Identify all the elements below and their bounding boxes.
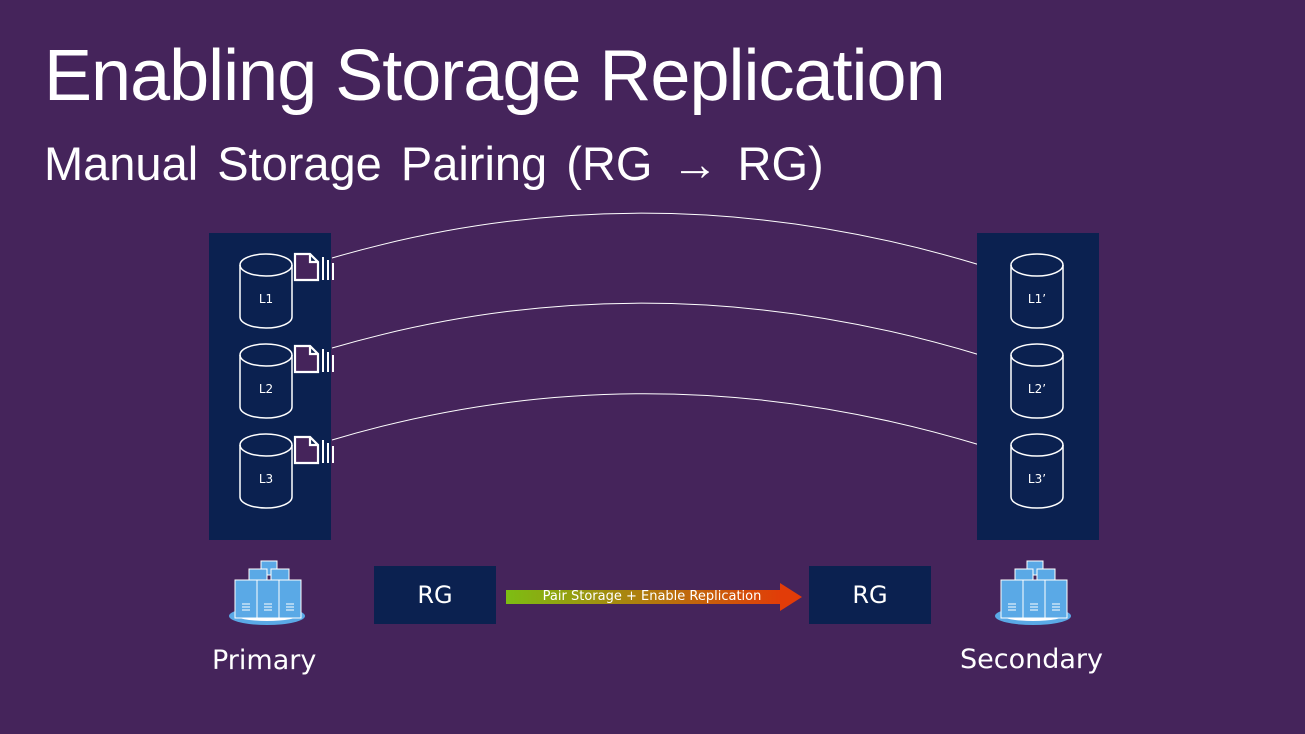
secondary-replication-group: RG (809, 566, 931, 624)
link-l1 (331, 212, 981, 266)
pair-arrow-label: Pair Storage + Enable Replication (542, 589, 762, 604)
disk-l2-replica: L2’ (1010, 343, 1064, 419)
disk-l3: L3 (239, 433, 293, 509)
server-cluster-icon (229, 560, 305, 625)
database-cylinder-icon (1010, 433, 1064, 509)
primary-site-label: Primary (212, 645, 317, 676)
database-cylinder-icon (1010, 343, 1064, 419)
disk-label: L1 (258, 292, 274, 306)
documents-stack-icon (293, 252, 335, 282)
database-cylinder-icon (239, 253, 293, 329)
disk-label: L2’ (1027, 382, 1047, 396)
pair-arrow (506, 583, 802, 611)
database-cylinder-icon (1010, 253, 1064, 329)
disk-label: L2 (258, 382, 274, 396)
database-cylinder-icon (239, 343, 293, 419)
primary-replication-group: RG (374, 566, 496, 624)
server-cluster-icon (995, 560, 1071, 625)
slide-title: Enabling Storage Replication (44, 36, 946, 116)
disk-label: L1’ (1027, 292, 1047, 306)
primary-storage-rack: L1 L2 L3 (209, 233, 331, 540)
database-cylinder-icon (239, 433, 293, 509)
disk-label: L3’ (1027, 472, 1047, 486)
documents-stack-icon (293, 344, 335, 374)
documents-stack-icon (293, 435, 335, 465)
server-cluster-icon-primary (227, 560, 307, 628)
disk-l1-replica: L1’ (1010, 253, 1064, 329)
link-l2 (331, 302, 981, 356)
disk-l2: L2 (239, 343, 293, 419)
disk-l1: L1 (239, 253, 293, 329)
link-l3 (331, 393, 981, 446)
secondary-site-label: Secondary (960, 644, 1103, 675)
disk-l3-replica: L3’ (1010, 433, 1064, 509)
server-cluster-icon-secondary (993, 560, 1073, 628)
disk-label: L3 (258, 472, 274, 486)
secondary-storage-rack: L1’ L2’ L3’ (977, 233, 1099, 540)
slide-subtitle: Manual Storage Pairing (RG → RG) (44, 137, 824, 190)
